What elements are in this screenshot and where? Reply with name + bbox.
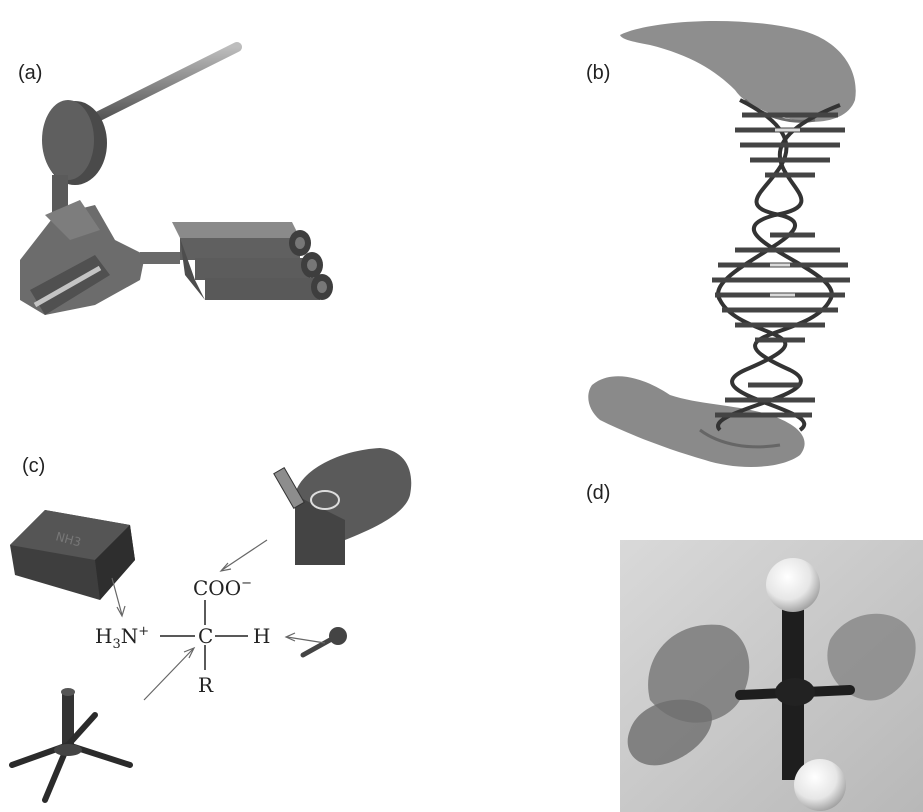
arrows <box>112 540 325 700</box>
bottom-hand <box>588 376 804 467</box>
cylinder-stack <box>172 222 333 300</box>
top-ball <box>766 558 820 612</box>
carbon-connector <box>12 688 130 800</box>
formula-center: C <box>198 624 213 648</box>
panel-a-model <box>20 47 333 315</box>
panel-d-photo <box>620 540 923 812</box>
panel-b-dna-photo <box>588 21 855 467</box>
panel-c-amino-acid: NH3 <box>10 448 411 800</box>
formula-bottom: R <box>198 673 214 697</box>
carboxyl-piece <box>274 448 411 565</box>
amine-block-piece: NH3 <box>10 510 135 600</box>
rod <box>95 47 237 118</box>
top-hand <box>620 21 856 122</box>
formula-right: H <box>253 624 270 648</box>
formula-top: COO− <box>193 576 252 600</box>
formula-left: H3N+ <box>95 624 149 652</box>
bottom-ball <box>794 759 846 811</box>
